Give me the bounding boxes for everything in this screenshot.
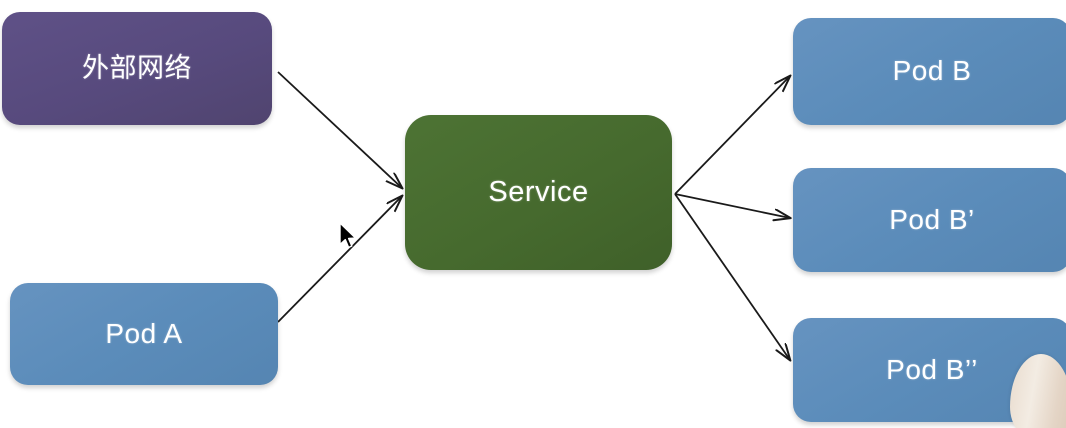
node-pod-b[interactable]: Pod B xyxy=(793,18,1066,125)
node-pod-b-double-prime-label: Pod B’’ xyxy=(886,353,978,385)
mouse-pointer-icon xyxy=(339,222,357,249)
node-pod-b-label: Pod B xyxy=(892,55,972,87)
edge-external-to-service xyxy=(277,71,402,188)
node-pod-b-prime-label: Pod B’ xyxy=(889,203,975,235)
node-pod-b-double-prime[interactable]: Pod B’’ xyxy=(793,318,1066,422)
edge-service-to-pod-b xyxy=(674,76,790,195)
node-pod-a[interactable]: Pod A xyxy=(10,283,278,385)
edge-service-to-pod-b-prime xyxy=(674,193,790,218)
presenter-hand-overlay xyxy=(1010,354,1066,428)
edge-service-to-pod-b-double-prime xyxy=(674,193,790,360)
node-external-network-label: 外部网络 xyxy=(82,52,192,83)
edge-pod-a-to-service xyxy=(277,196,402,323)
node-service-label: Service xyxy=(488,175,589,208)
node-pod-b-prime[interactable]: Pod B’ xyxy=(793,168,1066,272)
node-pod-a-label: Pod A xyxy=(105,317,183,349)
node-external-network[interactable]: 外部网络 xyxy=(2,12,272,125)
node-service[interactable]: Service xyxy=(405,115,672,270)
